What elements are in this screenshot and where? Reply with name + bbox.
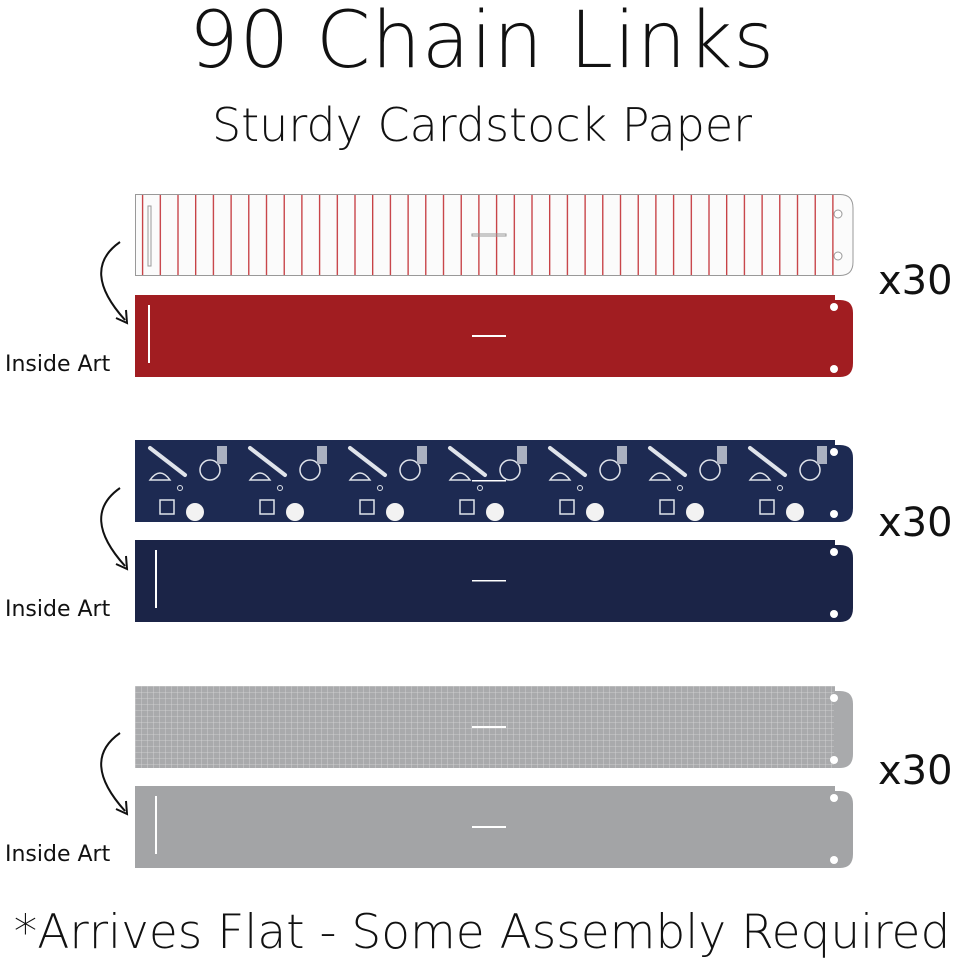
inside-strip-red <box>135 295 853 377</box>
curved-arrow-icon <box>100 241 129 325</box>
quantity-label: x30 <box>878 500 953 546</box>
quantity-label: x30 <box>878 748 953 794</box>
outside-strip-gray-grid <box>135 686 853 768</box>
inside-art-label: Inside Art <box>5 352 111 377</box>
quantity-label: x30 <box>878 258 953 304</box>
inside-strip-navy <box>135 540 853 622</box>
curved-arrow-icon <box>100 487 129 571</box>
inside-art-label: Inside Art <box>5 842 111 867</box>
inside-strip-gray <box>135 786 853 868</box>
page-subtitle: Sturdy Cardstock Paper <box>211 98 753 152</box>
page-title: 90 Chain Links <box>188 0 775 86</box>
assembly-note: *Arrives Flat - Some Assembly Required <box>13 905 951 960</box>
outside-strip-pinstripe <box>135 194 854 276</box>
curved-arrow-icon <box>100 732 129 816</box>
outside-strip-baseball-pattern <box>135 440 853 522</box>
inside-art-label: Inside Art <box>5 597 111 622</box>
